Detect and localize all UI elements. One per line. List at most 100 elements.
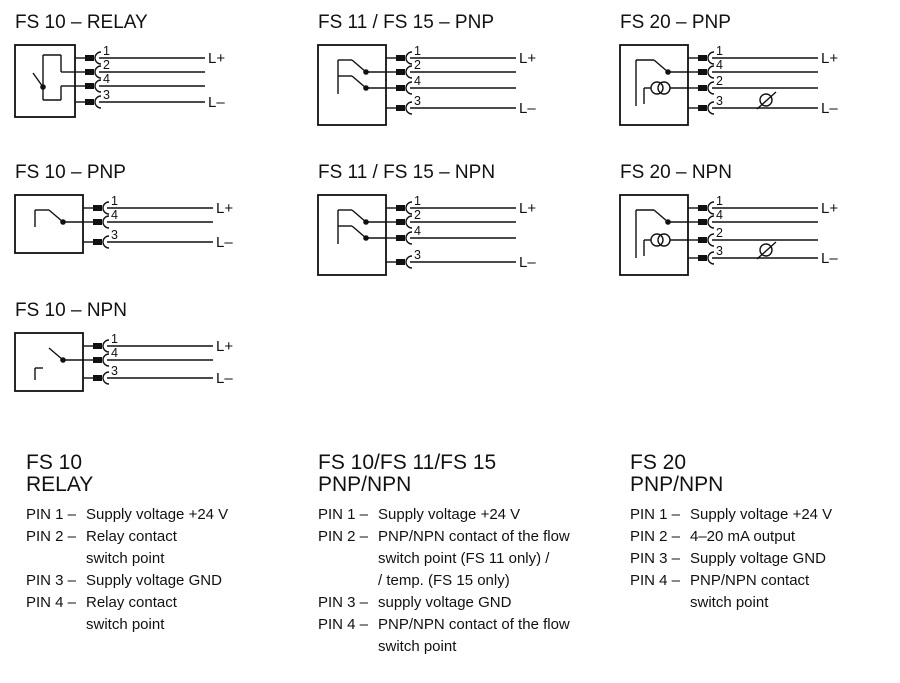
pin-description: Supply voltage +24 V bbox=[690, 504, 832, 526]
pin-id: PIN 4 – bbox=[318, 616, 369, 633]
pin-row: PIN 3 –Supply voltage GND bbox=[26, 570, 228, 592]
current-source-icon bbox=[650, 81, 664, 95]
connector-pin bbox=[698, 219, 707, 225]
diagram-title: FS 20 – PNP bbox=[620, 12, 731, 33]
pin-description-line: switch point bbox=[86, 550, 165, 567]
pin-number: 3 bbox=[716, 94, 723, 108]
pin-number: 3 bbox=[414, 94, 421, 108]
switch-contact bbox=[48, 209, 64, 223]
pin-description-line: Supply voltage +24 V bbox=[86, 506, 229, 523]
pin-id: PIN 2 – bbox=[630, 528, 681, 545]
connector-pin bbox=[396, 235, 405, 241]
pin-id: PIN 3 – bbox=[318, 594, 369, 611]
supply-minus-label: L– bbox=[216, 370, 233, 387]
connector-socket bbox=[707, 51, 715, 65]
connector-pin bbox=[698, 237, 707, 243]
pin-id: PIN 3 – bbox=[630, 550, 681, 567]
pin-description: 4–20 mA output bbox=[690, 526, 795, 548]
connector-pin bbox=[85, 69, 94, 75]
connector-pin bbox=[93, 205, 102, 211]
legend-title-line-2: RELAY bbox=[26, 473, 94, 496]
pin-description: Supply voltage +24 V bbox=[378, 504, 520, 526]
connector-pin bbox=[93, 343, 102, 349]
pin-number: 3 bbox=[111, 364, 118, 378]
pin-number: 2 bbox=[414, 58, 421, 72]
pin-id: PIN 1 – bbox=[630, 506, 681, 523]
pin-description-line: supply voltage GND bbox=[378, 594, 512, 611]
diagram-title: FS 20 – NPN bbox=[620, 162, 732, 183]
diagram-title: FS 10 – PNP bbox=[15, 162, 126, 183]
connector-socket bbox=[405, 201, 413, 215]
pin-description: Supply voltage GND bbox=[690, 548, 826, 570]
connector-pin bbox=[93, 219, 102, 225]
pin-description: Supply voltage GND bbox=[86, 570, 222, 592]
pin-number: 1 bbox=[103, 44, 110, 58]
pin-id: PIN 1 – bbox=[26, 506, 77, 523]
diagram-title: FS 10 – RELAY bbox=[15, 12, 148, 33]
meter-icon bbox=[759, 93, 773, 107]
supply-plus-label: L+ bbox=[519, 200, 536, 217]
connector-pin bbox=[698, 69, 707, 75]
connector-pin bbox=[396, 259, 405, 265]
connector-socket bbox=[405, 231, 413, 245]
connector-socket bbox=[405, 51, 413, 65]
pin-row: PIN 3 – Supply voltage GND bbox=[630, 548, 832, 570]
connector-pin bbox=[396, 55, 405, 61]
supply-minus-label: L– bbox=[821, 100, 838, 117]
pin-row: PIN 1 – Supply voltage +24 V bbox=[26, 504, 228, 526]
pin-number: 1 bbox=[111, 332, 118, 346]
pin-number: 1 bbox=[716, 44, 723, 58]
pin-number: 4 bbox=[716, 208, 723, 222]
connector-pin bbox=[93, 357, 102, 363]
connector-pin bbox=[85, 83, 94, 89]
supply-minus-label: L– bbox=[208, 94, 225, 111]
switch-contact bbox=[653, 209, 669, 223]
pin-row: PIN 2 – 4–20 mA output bbox=[630, 526, 832, 548]
sensor-housing bbox=[317, 44, 387, 126]
current-source-icon bbox=[650, 233, 664, 247]
pin-description: Supply voltage +24 V bbox=[86, 504, 228, 526]
sensor-housing bbox=[14, 44, 76, 118]
switch-contact bbox=[653, 59, 669, 73]
pin-description-line: Supply voltage GND bbox=[86, 572, 222, 589]
pin-row: PIN 1 – Supply voltage +24 V bbox=[630, 504, 832, 526]
legend-title-line-2: PNP/NPN bbox=[318, 473, 412, 496]
connector-socket bbox=[707, 81, 715, 95]
pin-description-line: / temp. (FS 15 only) bbox=[378, 572, 510, 589]
pin-id: PIN 4 – bbox=[630, 572, 681, 589]
sensor-housing bbox=[14, 332, 84, 392]
pin-number: 2 bbox=[103, 58, 110, 72]
pin-number: 4 bbox=[111, 208, 118, 222]
supply-plus-label: L+ bbox=[216, 200, 233, 217]
pin-number: 2 bbox=[716, 226, 723, 240]
pin-id: PIN 2 – bbox=[318, 528, 369, 545]
connector-socket bbox=[707, 201, 715, 215]
pin-number: 4 bbox=[414, 224, 421, 238]
pin-description-line: Relay contact bbox=[86, 594, 177, 611]
pin-description: supply voltage GND bbox=[378, 592, 511, 614]
connector-pin bbox=[396, 105, 405, 111]
supply-plus-label: L+ bbox=[821, 200, 838, 217]
current-source-icon bbox=[657, 233, 671, 247]
diagram-title: FS 11 / FS 15 – NPN bbox=[318, 162, 495, 183]
connector-socket bbox=[405, 215, 413, 229]
sensor-housing bbox=[619, 194, 689, 276]
connector-pin bbox=[698, 85, 707, 91]
legend-title-line-2: PNP/NPN bbox=[630, 473, 724, 496]
legend-title-line-1: FS 10 bbox=[26, 451, 83, 474]
pin-number: 4 bbox=[716, 58, 723, 72]
